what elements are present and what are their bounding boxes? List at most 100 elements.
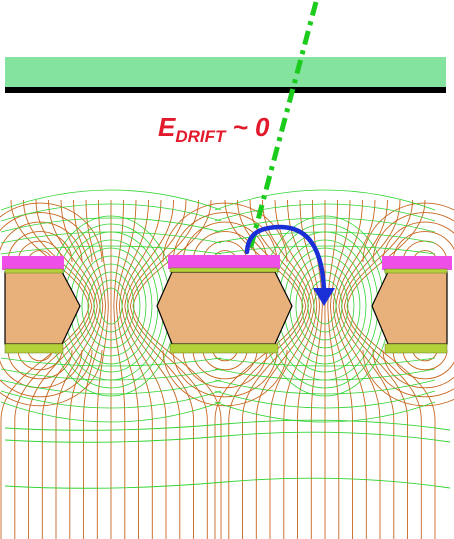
equipotential-shell [69, 247, 153, 365]
equipotential-shell [289, 255, 361, 357]
equipotential-shell [307, 279, 343, 333]
arrow-head-icon [313, 288, 335, 306]
field-line-loop-bottom [7, 349, 73, 380]
field-line-loop-top [7, 231, 73, 263]
field-line [346, 199, 436, 539]
equipotential-arc-bottom [214, 357, 436, 367]
copper-top-right [382, 256, 452, 270]
field-line-loop-bottom [212, 349, 238, 362]
electron-track [247, 1, 319, 251]
field-line [96, 199, 109, 539]
drift-field-symbol: E [158, 112, 176, 142]
field-line-loop-bottom [192, 349, 258, 380]
field-line-loop-top [182, 221, 268, 263]
copper-top-strip-left [4, 268, 64, 274]
field-line [129, 199, 208, 539]
field-line [297, 199, 320, 539]
equipotential-arc-top [0, 217, 222, 233]
field-line-loop-bottom [402, 349, 448, 371]
equipotential-shell [93, 279, 129, 333]
field-line-loop-top [362, 202, 454, 263]
copper-top-strip-center [169, 267, 279, 273]
equipotential-arc-bottom [0, 357, 222, 367]
equipotential-lines [0, 189, 451, 489]
equipotential-shell [283, 247, 367, 365]
equipotential-arc-top [214, 217, 436, 233]
drift-electrode [5, 57, 446, 88]
field-line-loop-bottom [392, 349, 454, 380]
copper-top-strip-right [384, 268, 448, 274]
equipotential-lower [4, 419, 451, 431]
field-line [327, 199, 340, 539]
equipotential-arc-top [214, 245, 436, 255]
copper-top-center [168, 255, 280, 269]
field-line-loop-bottom [382, 349, 454, 389]
field-line-loop-bottom [202, 349, 248, 371]
field-line-loop-bottom [412, 349, 438, 362]
equipotential-arc-top [0, 231, 222, 244]
field-line-loop-bottom [162, 349, 288, 407]
field-line [214, 199, 304, 539]
field-line [283, 199, 318, 539]
equipotential-shell [87, 271, 135, 341]
equipotential-arc-top [214, 231, 436, 244]
equipotential-shell [81, 263, 141, 349]
equipotential-shell [75, 255, 147, 357]
field-line-loop-bottom [17, 349, 63, 371]
kapton-segment-left [4, 271, 81, 345]
drift-field-label: EDRIFT ~ 0 [158, 112, 269, 146]
field-line [343, 199, 422, 539]
equipotential-shell [301, 271, 349, 341]
field-line-loop-bottom [0, 349, 83, 389]
copper-top-left [2, 256, 64, 270]
equipotential-arc-bottom [214, 390, 436, 409]
copper-bottom-center [169, 343, 279, 354]
field-line-loop-top [372, 212, 454, 263]
field-line [132, 199, 222, 539]
electron-path [244, 224, 327, 293]
field-line [14, 199, 93, 539]
field-line [332, 199, 367, 539]
equipotential-arc-bottom [214, 401, 436, 423]
equipotential-arc-top [0, 203, 222, 222]
field-line [116, 199, 139, 539]
equipotential-shell [63, 239, 159, 373]
drift-field-subscript: DRIFT [175, 127, 226, 146]
equipotential-arc-top [0, 189, 222, 211]
field-line-loop-top [17, 240, 63, 263]
equipotential-shell [295, 263, 355, 349]
field-line [118, 199, 153, 539]
field-line [69, 199, 104, 539]
equipotential-arc-bottom [0, 401, 222, 423]
field-line [330, 199, 353, 539]
kapton-segment-center [156, 271, 293, 345]
field-line-loop-top [162, 202, 288, 263]
gem-foil [2, 255, 452, 354]
equipotential-lower [4, 477, 451, 489]
field-line [310, 199, 323, 539]
equipotential-arc-bottom [0, 379, 222, 395]
field-line [0, 199, 90, 539]
equipotential-lower [4, 431, 451, 443]
field-line-loop-top [382, 221, 454, 263]
field-lines [0, 199, 454, 539]
field-line-loop-bottom [372, 349, 454, 398]
field-line-loop-bottom [0, 349, 93, 398]
equipotential-arc-bottom [214, 368, 436, 381]
field-line-loop-bottom [27, 349, 53, 362]
equipotential-arc-bottom [0, 368, 222, 381]
drift-electrode-base [5, 87, 446, 93]
equipotential-arc-bottom [0, 390, 222, 409]
field-line-loop-bottom [0, 349, 103, 407]
copper-bottom-right [384, 343, 448, 354]
equipotential-arc-top [214, 189, 436, 211]
equipotential-arc-top [0, 245, 222, 255]
equipotential-arc-bottom [214, 379, 436, 395]
field-line-loop-bottom [182, 349, 268, 389]
field-line [113, 199, 126, 539]
equipotential-shell [313, 287, 337, 325]
field-line-loop-top [0, 202, 103, 263]
equipotential-arc-top [214, 203, 436, 222]
equipotential-shell [277, 239, 373, 373]
